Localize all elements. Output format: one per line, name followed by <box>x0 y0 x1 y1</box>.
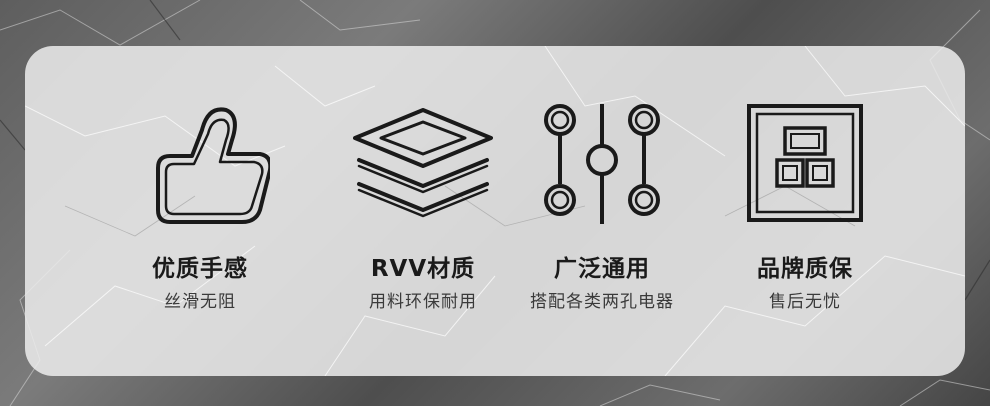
feature-subtitle: 售后无忧 <box>769 292 841 312</box>
socket-icon <box>705 98 905 238</box>
thumbs-up-icon <box>100 98 300 238</box>
feature-subtitle: 搭配各类两孔电器 <box>530 292 674 312</box>
features-panel: 优质手感 丝滑无阻 RVV材质 用料环保耐用 <box>25 46 965 376</box>
feature-title: 品牌质保 <box>757 256 853 282</box>
feature-subtitle: 用料环保耐用 <box>369 292 477 312</box>
feature-title: 优质手感 <box>152 256 248 282</box>
sliders-icon <box>502 98 702 238</box>
feature-subtitle: 丝滑无阻 <box>164 292 236 312</box>
feature-title: RVV材质 <box>370 256 476 282</box>
feature-title: 广泛通用 <box>554 256 650 282</box>
layers-icon <box>323 98 523 238</box>
